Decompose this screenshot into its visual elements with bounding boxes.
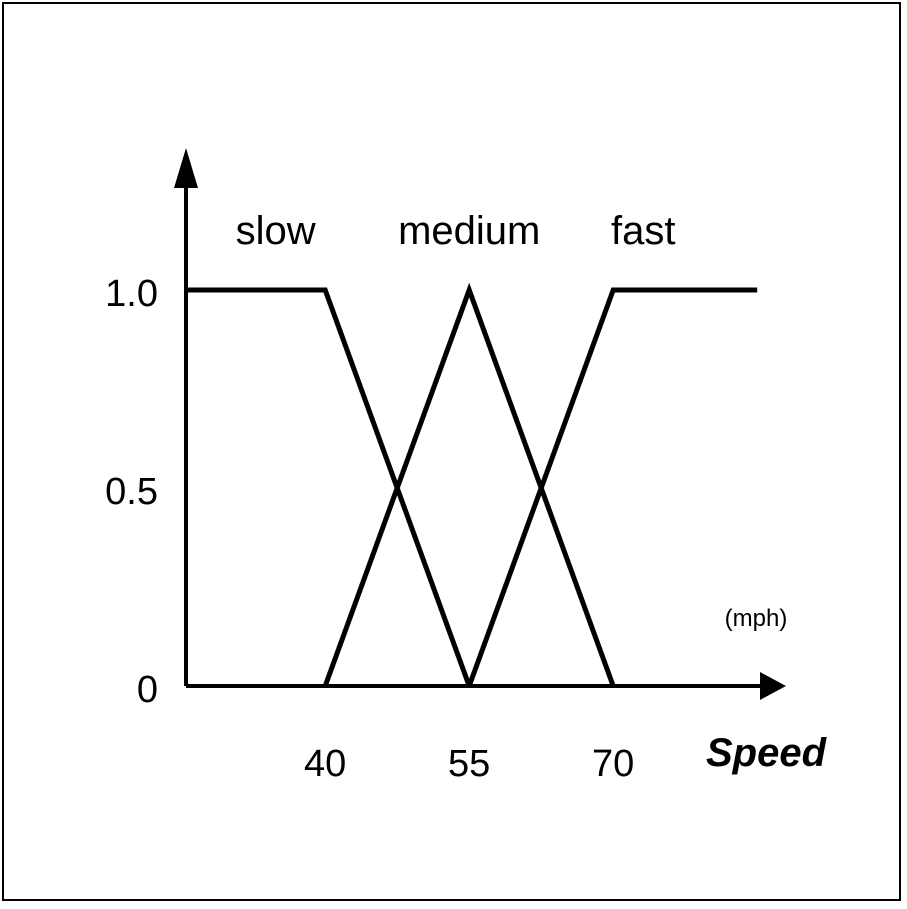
series-label-fast: fast — [611, 209, 675, 253]
y-tick-label: 1.0 — [105, 273, 158, 315]
x-tick-label: 55 — [448, 743, 490, 785]
x-tick-label: 40 — [304, 743, 346, 785]
x-tick-label: 70 — [592, 743, 634, 785]
x-unit-label: (mph) — [725, 605, 788, 632]
y-tick-label: 0 — [137, 669, 158, 711]
y-tick-label: 0.5 — [105, 471, 158, 513]
series-label-slow: slow — [236, 209, 316, 253]
series-line-fast — [466, 287, 758, 687]
axes — [174, 148, 786, 700]
series-label-medium: medium — [398, 209, 540, 253]
x-axis-arrowhead — [760, 672, 786, 700]
tick-labels: 40 55 70 0 0.5 1.0 — [105, 273, 634, 785]
series-lines — [186, 282, 758, 687]
series-line-medium — [322, 282, 616, 687]
y-axis-arrowhead — [174, 148, 198, 188]
x-axis-label: Speed — [706, 731, 828, 775]
series-line-slow — [186, 287, 472, 687]
series-labels: slow medium fast — [236, 209, 676, 253]
